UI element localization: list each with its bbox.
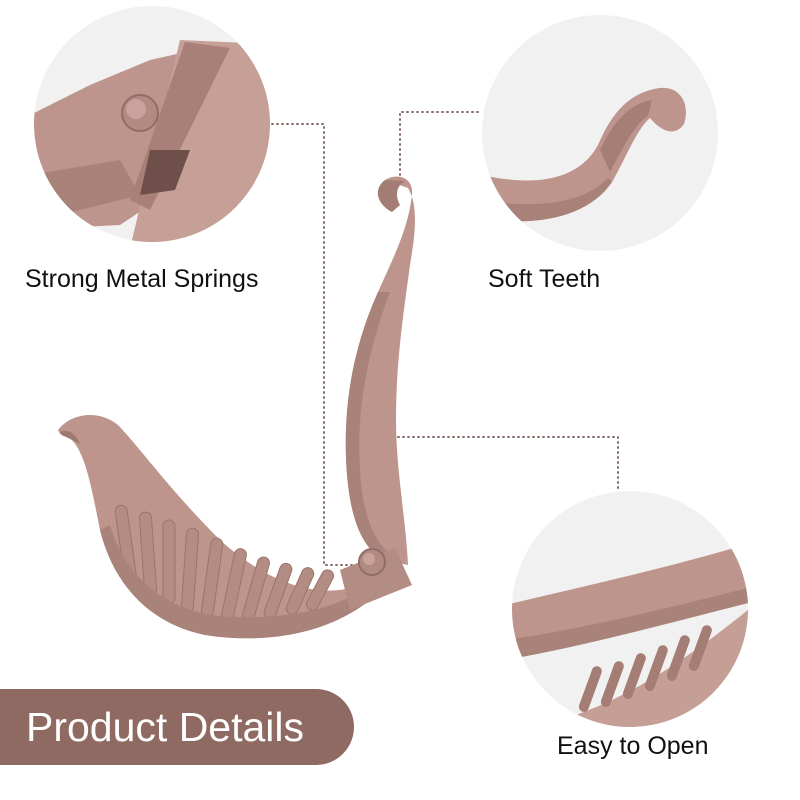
- leader-lines: [271, 111, 619, 566]
- hair-clip: [58, 176, 415, 639]
- banner-title: Product Details: [26, 704, 305, 750]
- product-details-banner: Product Details: [0, 689, 354, 765]
- feature-label-open: Easy to Open: [557, 732, 709, 760]
- detail-circle-open: [512, 491, 748, 727]
- feature-label-springs: Strong Metal Springs: [25, 265, 259, 293]
- detail-circle-teeth: [482, 15, 718, 251]
- feature-label-teeth: Soft Teeth: [488, 265, 601, 293]
- detail-circle-springs: [34, 6, 270, 242]
